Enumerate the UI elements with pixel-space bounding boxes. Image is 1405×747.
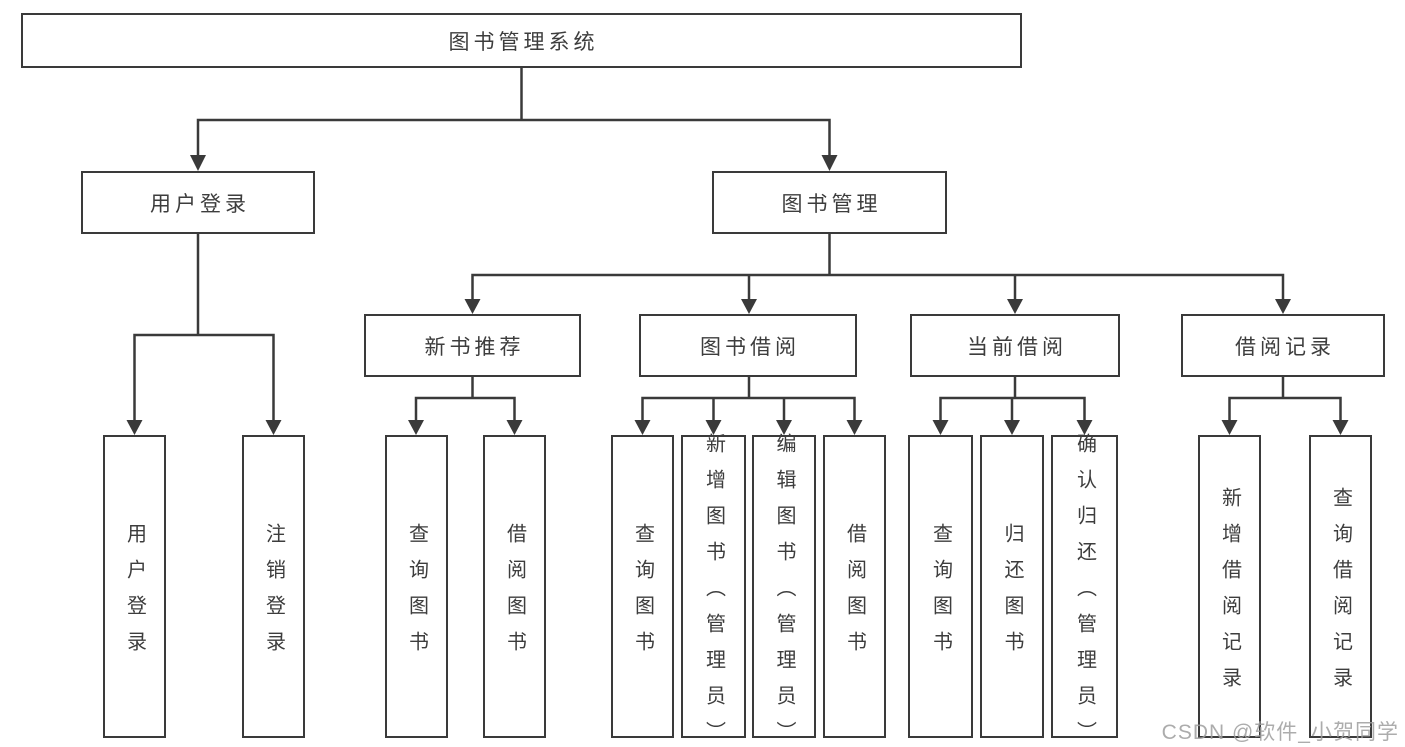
leaf-current-return-label: 归还图书 (1001, 522, 1023, 667)
leaf-records-add-label: 新增借阅记录 (1218, 486, 1241, 703)
node-root: 图书管理系统 (21, 13, 1022, 68)
node-module-borrow-records: 借阅记录 (1181, 314, 1385, 377)
leaf-borrowing-query-label: 查询图书 (631, 522, 654, 667)
leaf-current-query-label: 查询图书 (929, 522, 952, 667)
node-module-current-borrowing-label: 当前借阅 (967, 335, 1067, 359)
leaf-current-return: 归还图书 (980, 435, 1044, 738)
leaf-current-confirm-return-admin-label: 确认归还（管理员） (1073, 432, 1096, 747)
leaf-borrowing-borrow-label: 借阅图书 (843, 522, 866, 667)
node-root-label: 图书管理系统 (448, 30, 599, 54)
leaf-newbooks-borrow: 借阅图书 (483, 435, 546, 738)
leaf-current-confirm-return-admin: 确认归还（管理员） (1051, 433, 1118, 747)
leaf-borrowing-add-admin-label: 新增图书（管理员） (702, 432, 725, 747)
leaf-logout-label: 注销登录 (262, 522, 285, 667)
leaf-current-query: 查询图书 (908, 435, 973, 738)
node-module-book-borrowing: 图书借阅 (639, 314, 857, 377)
leaf-records-query-label: 查询借阅记录 (1329, 486, 1352, 703)
node-book-management-label: 图书管理 (781, 192, 882, 216)
leaf-borrowing-edit-admin-label: 编辑图书（管理员） (773, 432, 795, 747)
watermark: CSDN @软件_小贺同学 (1161, 721, 1399, 744)
leaf-newbooks-borrow-label: 借阅图书 (503, 522, 526, 667)
node-module-book-borrowing-label: 图书借阅 (700, 335, 800, 359)
node-book-management: 图书管理 (712, 171, 947, 234)
leaf-logout: 注销登录 (242, 435, 305, 738)
leaf-newbooks-query-label: 查询图书 (405, 522, 428, 667)
leaf-borrowing-edit-admin: 编辑图书（管理员） (752, 433, 816, 747)
leaf-newbooks-query: 查询图书 (385, 435, 448, 738)
node-module-new-books-label: 新书推荐 (424, 335, 525, 359)
leaf-user-login: 用户登录 (103, 435, 166, 738)
leaf-user-login-label: 用户登录 (123, 522, 146, 667)
leaf-borrowing-query: 查询图书 (611, 435, 674, 738)
node-user-login-label: 用户登录 (150, 192, 250, 216)
leaf-records-add: 新增借阅记录 (1198, 435, 1261, 738)
leaf-records-query: 查询借阅记录 (1309, 435, 1372, 738)
node-module-borrow-records-label: 借阅记录 (1235, 335, 1335, 359)
node-module-new-books: 新书推荐 (364, 314, 581, 377)
node-module-current-borrowing: 当前借阅 (910, 314, 1120, 377)
leaf-borrowing-borrow: 借阅图书 (823, 435, 886, 738)
leaf-borrowing-add-admin: 新增图书（管理员） (681, 433, 746, 747)
node-user-login: 用户登录 (81, 171, 315, 234)
